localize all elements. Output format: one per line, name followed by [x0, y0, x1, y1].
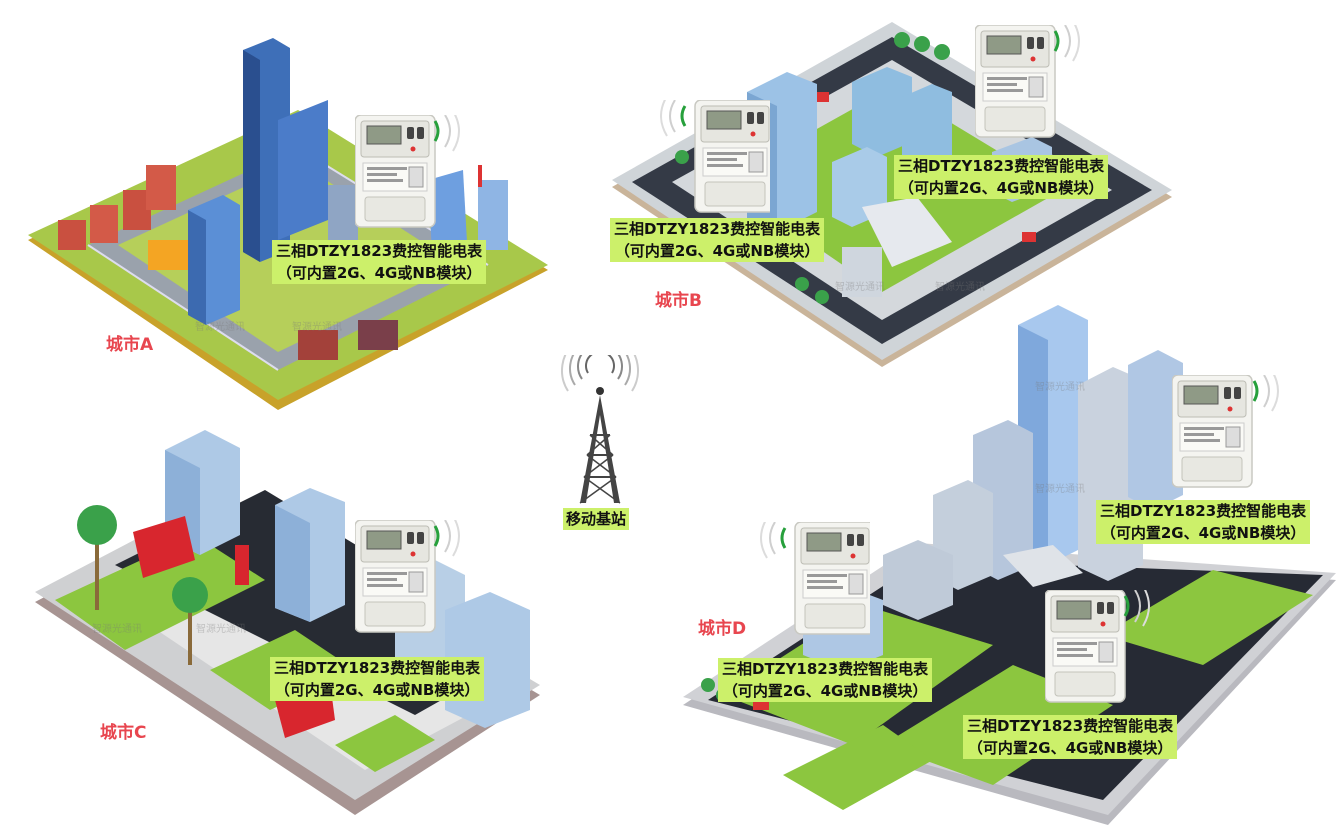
watermark: 智源光通讯 — [195, 322, 245, 333]
meter-label-city-d-right-bottom: 三相DTZY1823费控智能电表 （可内置2G、4G或NB模块） — [963, 715, 1178, 759]
meter-label-city-c: 三相DTZY1823费控智能电表 （可内置2G、4G或NB模块） — [270, 657, 485, 701]
meter-label-city-b-right: 三相DTZY1823费控智能电表 （可内置2G、4G或NB模块） — [894, 155, 1109, 199]
meter-label-line2: （可内置2G、4G或NB模块） — [614, 242, 820, 260]
watermark: 智源光通讯 — [1035, 484, 1085, 495]
meter-label-city-d-right-top: 三相DTZY1823费控智能电表 （可内置2G、4G或NB模块） — [1096, 500, 1311, 544]
meter-label-line2: （可内置2G、4G或NB模块） — [274, 681, 480, 699]
meter-d1-icon — [760, 522, 870, 635]
watermark: 智源光通讯 — [935, 282, 985, 293]
meter-label-line1: 三相DTZY1823费控智能电表 — [1100, 502, 1307, 520]
cell-tower-icon — [561, 355, 639, 504]
meter-label-line2: （可内置2G、4G或NB模块） — [722, 682, 928, 700]
meter-label-line2: （可内置2G、4G或NB模块） — [967, 739, 1173, 757]
meter-a-icon — [355, 115, 461, 228]
meter-label-line2: （可内置2G、4G或NB模块） — [898, 179, 1104, 197]
meter-label-city-a: 三相DTZY1823费控智能电表 （可内置2G、4G或NB模块） — [272, 240, 487, 284]
watermark: 智源光通讯 — [92, 624, 142, 635]
cell-tower-label: 移动基站 — [563, 508, 630, 530]
meter-label-line1: 三相DTZY1823费控智能电表 — [276, 242, 483, 260]
meter-c-icon — [355, 520, 461, 633]
meter-label-city-d-left: 三相DTZY1823费控智能电表 （可内置2G、4G或NB模块） — [718, 658, 933, 702]
meter-d3-icon — [1045, 590, 1151, 703]
city-name-b: 城市B — [655, 291, 702, 311]
meter-label-line2: （可内置2G、4G或NB模块） — [276, 264, 482, 282]
meter-label-line1: 三相DTZY1823费控智能电表 — [967, 717, 1174, 735]
city-name-d: 城市D — [698, 619, 747, 639]
meter-label-line1: 三相DTZY1823费控智能电表 — [898, 157, 1105, 175]
watermark: 智源光通讯 — [292, 322, 342, 333]
watermark: 智源光通讯 — [1035, 382, 1085, 393]
meter-d2-icon — [1172, 375, 1280, 488]
city-name-c: 城市C — [100, 723, 147, 743]
city-name-a: 城市A — [106, 335, 154, 355]
meter-label-line1: 三相DTZY1823费控智能电表 — [722, 660, 929, 678]
meter-b2-icon — [975, 25, 1081, 138]
city-a-illustration — [28, 38, 548, 410]
meter-b1-icon — [660, 100, 770, 213]
meter-label-line1: 三相DTZY1823费控智能电表 — [274, 659, 481, 677]
meter-label-line1: 三相DTZY1823费控智能电表 — [614, 220, 821, 238]
meter-label-city-b-left: 三相DTZY1823费控智能电表 （可内置2G、4G或NB模块） — [610, 218, 825, 262]
watermark: 智源光通讯 — [835, 282, 885, 293]
meter-label-line2: （可内置2G、4G或NB模块） — [1100, 524, 1306, 542]
watermark: 智源光通讯 — [196, 624, 246, 635]
